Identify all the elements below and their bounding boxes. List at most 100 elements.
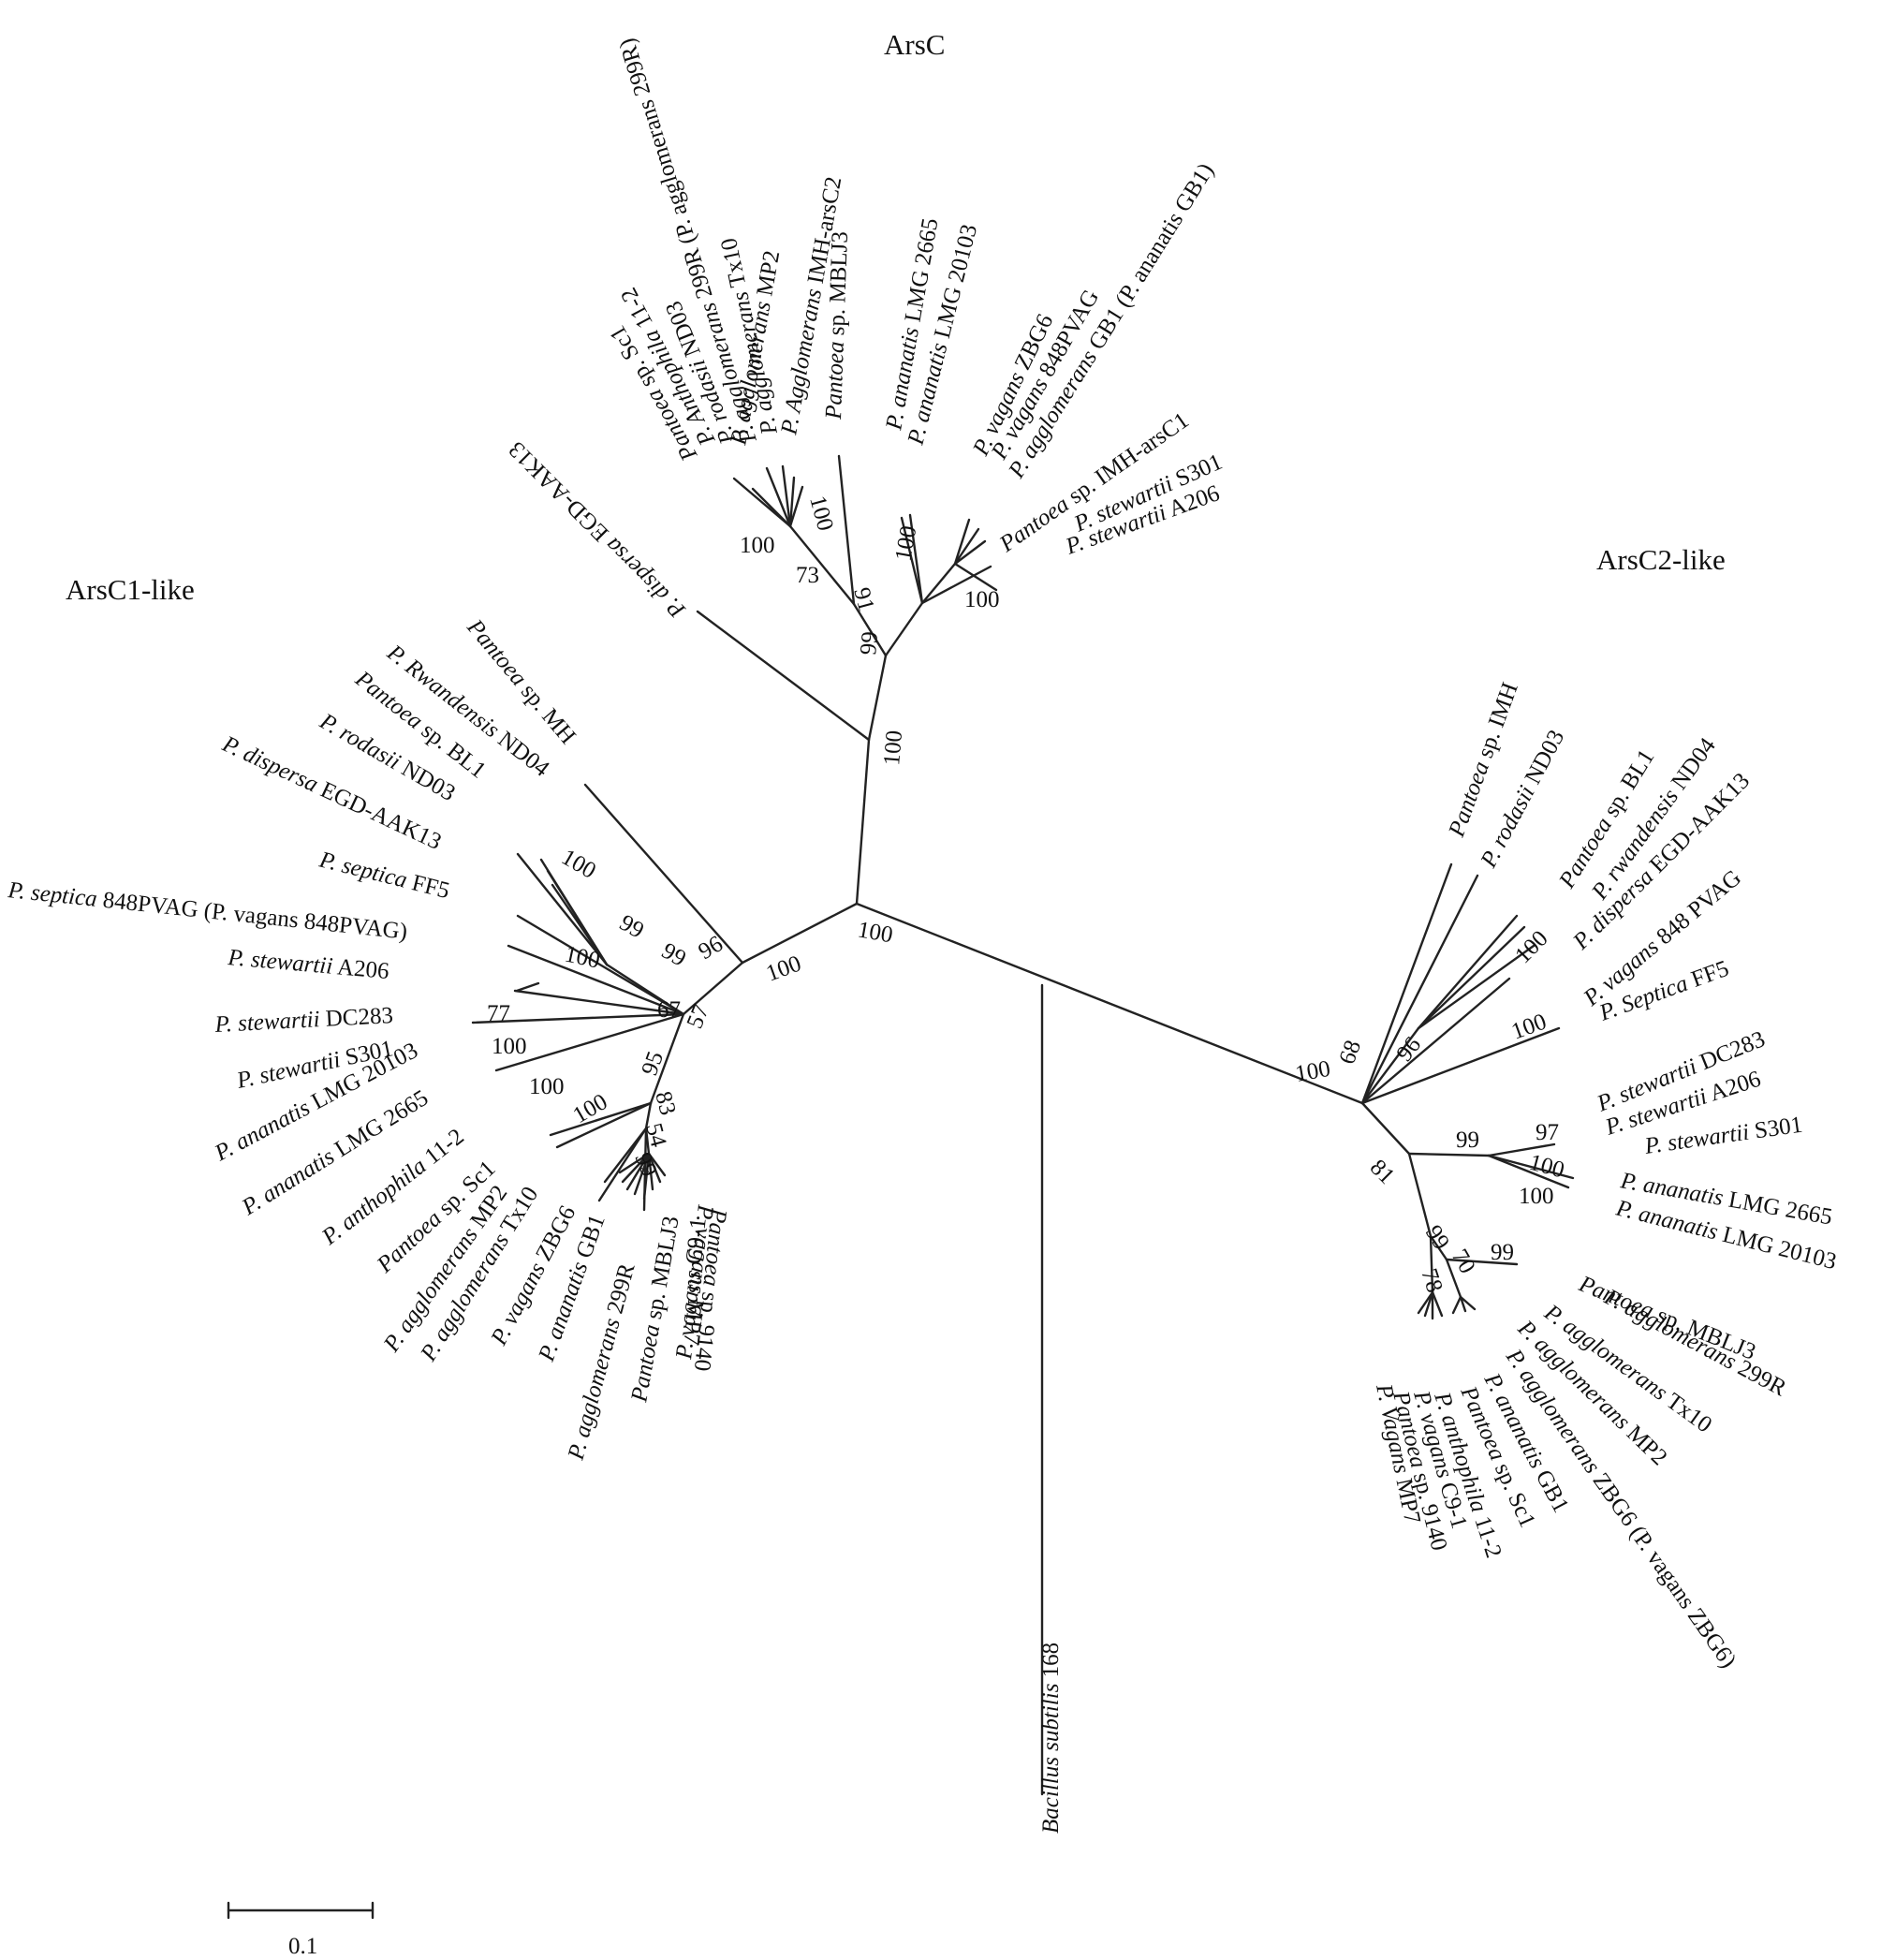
branch-arsc-stem (867, 654, 888, 742)
branch-arsc-ananatis-b (908, 513, 924, 605)
scale-bar: 0.1 (227, 1901, 375, 1959)
branch-arsc2-leaf-a (1417, 1290, 1434, 1315)
branch-arsc1-mp7 (647, 1152, 667, 1177)
branch-arsc2-leaf-d (1431, 1290, 1444, 1318)
bootstrap-value: 77 (487, 1001, 510, 1026)
bootstrap-value: 57 (683, 1001, 714, 1032)
bootstrap-value: 100 (1293, 1056, 1332, 1087)
branch-arsc1-ananatis-a (549, 1101, 653, 1137)
branch-arsc1-septica-ff5 (516, 914, 685, 1016)
bootstrap-value: 100 (964, 587, 1000, 612)
branch-arsc-n3 (920, 562, 957, 605)
branch-arsc2-n99 (1429, 1234, 1448, 1261)
branch-arsc-mblj3 (837, 454, 856, 606)
branch-arsc1-stewartii-n (513, 989, 685, 1016)
branch-arsc-imh (920, 565, 992, 605)
taxon-label: Pantoea sp. MBLJ3 (821, 231, 853, 421)
branch-arsc2-848 (1360, 977, 1511, 1105)
taxon-label: P. stewartii A206 (226, 945, 389, 984)
group-title-arsc: ArsC (884, 28, 945, 61)
bootstrap-value: 95 (637, 1048, 669, 1079)
taxon-label: P. agglomerans ZBG6 (P. vagans ZBG6) (1501, 1344, 1741, 1673)
branch-arsc1-s301 (494, 1012, 685, 1072)
branch-arsc-agglo-a (781, 464, 792, 528)
branch-arsc-agglo-b (788, 476, 796, 528)
bootstrap-value: 99 (856, 630, 883, 656)
bootstrap-value: 100 (1510, 926, 1553, 969)
branch-arsc2-n78 (1429, 1234, 1434, 1294)
branch-arsc1-mblj3 (647, 1152, 654, 1191)
branch-arsc2-imh (1360, 862, 1453, 1105)
arsc-taxa: P. dispersa EGD-AAK13 Pantoea sp. Sc1 P.… (504, 36, 1226, 624)
branch-arsc1-ananatis-b (555, 1101, 653, 1149)
branch-arsc1-c91 (647, 1152, 662, 1184)
branch-arsc2-bl1 (1417, 914, 1519, 1030)
bootstrap-value: 100 (763, 951, 804, 986)
bootstrap-value: 100 (569, 1089, 612, 1128)
branch-arsc2-ff5 (1360, 1026, 1561, 1105)
branch-arsc2-n96 (1360, 1026, 1420, 1105)
branch-arsc1-nd03 (539, 858, 609, 966)
taxon-label: P. dispersa EGD-AAK13 (218, 731, 446, 855)
branch-arsc1-stewartii-a (515, 981, 540, 993)
bootstrap-value: 83 (650, 1089, 681, 1118)
bootstrap-value: 99 (1456, 1127, 1479, 1153)
branch-arsc2-leaf-g (1459, 1295, 1477, 1311)
taxon-label: P. vagans C9-1 (671, 1216, 712, 1362)
branch-root-to-arsc2 (855, 902, 1364, 1105)
bootstrap-value: 68 (1334, 1037, 1366, 1068)
branch-arsc1-mp2 (618, 1152, 651, 1174)
branch-arsc-gb1 (953, 539, 987, 566)
bootstrap-value: 100 (856, 917, 895, 948)
bootstrap-value: 99 (1491, 1240, 1514, 1265)
branch-root-to-arsc (855, 738, 871, 906)
branch-arsc2-leaf-b (1423, 1290, 1434, 1318)
branch-arsc-vagans-a (953, 518, 971, 566)
bootstrap-values: 100 100 73 91 100 100 99 100 100 100 99 … (487, 494, 1567, 1296)
bootstrap-value: 100 (492, 1034, 527, 1059)
branch-arsc-n1 (852, 602, 888, 657)
bootstrap-value: 91 (848, 585, 879, 614)
branch-arsc2-nd04 (1417, 925, 1526, 1030)
branch-arsc1-mh (583, 783, 744, 965)
branch-arsc-agglo-c (788, 485, 804, 528)
taxon-label: Pantoea sp. MBLJ3 (626, 1215, 684, 1405)
branch-arsc2-s301 (1487, 1154, 1570, 1189)
bootstrap-value: 100 (890, 523, 921, 563)
bootstrap-value: 100 (1508, 1009, 1550, 1044)
branch-arsc2-stew-stem (1407, 1152, 1491, 1157)
bootstrap-value: 97 (1536, 1120, 1559, 1145)
branch-arsc2-nd03 (1360, 874, 1479, 1105)
outgroup-label: Bacillus subtilis 168 (1038, 1643, 1064, 1834)
bootstrap-value: 81 (1365, 1155, 1400, 1189)
branch-arsc2-n81 (1360, 1101, 1411, 1156)
scale-bar-label: 0.1 (288, 1934, 317, 1959)
bootstrap-value: 100 (1519, 1184, 1554, 1209)
branch-arsc1-stem (682, 961, 744, 1016)
taxon-label: P. stewartii DC283 (213, 1003, 394, 1038)
taxon-label: P. dispersa EGD-AAK13 (504, 436, 691, 624)
branch-arsc2-leaf-e (1451, 1295, 1462, 1315)
bootstrap-value: 99 (615, 910, 648, 944)
bootstrap-value: 96 (695, 931, 727, 965)
bootstrap-value: 100 (804, 494, 838, 534)
branch-arsc-stewartii (953, 562, 998, 592)
branch-arsc-ananatis-a (900, 516, 924, 605)
branch-arsc1-sc1 (597, 1127, 648, 1202)
group-title-arsc2: ArsC2-like (1596, 543, 1726, 576)
branch-arsc-vagans-b (953, 527, 980, 566)
bootstrap-value: 73 (796, 563, 819, 588)
bootstrap-value: 100 (879, 729, 907, 767)
branch-root-to-arsc1 (741, 902, 859, 965)
group-title-arsc1: ArsC1-like (66, 573, 195, 606)
bootstrap-value: 100 (529, 1074, 565, 1099)
arsc2-taxa: Pantoea sp. IMH P. rodasii ND03 Pantoea … (1371, 679, 1839, 1673)
branch-arsc2-dc283 (1487, 1142, 1556, 1157)
branch-arsc-left-internal (788, 524, 856, 606)
taxon-label: P. septica FF5 (316, 847, 452, 904)
branch-arsc1-n83 (644, 1101, 653, 1130)
bootstrap-value: 100 (740, 533, 775, 558)
branch-arsc1-lower-stem (649, 1012, 685, 1105)
branch-arsc2-n70 (1445, 1258, 1462, 1299)
